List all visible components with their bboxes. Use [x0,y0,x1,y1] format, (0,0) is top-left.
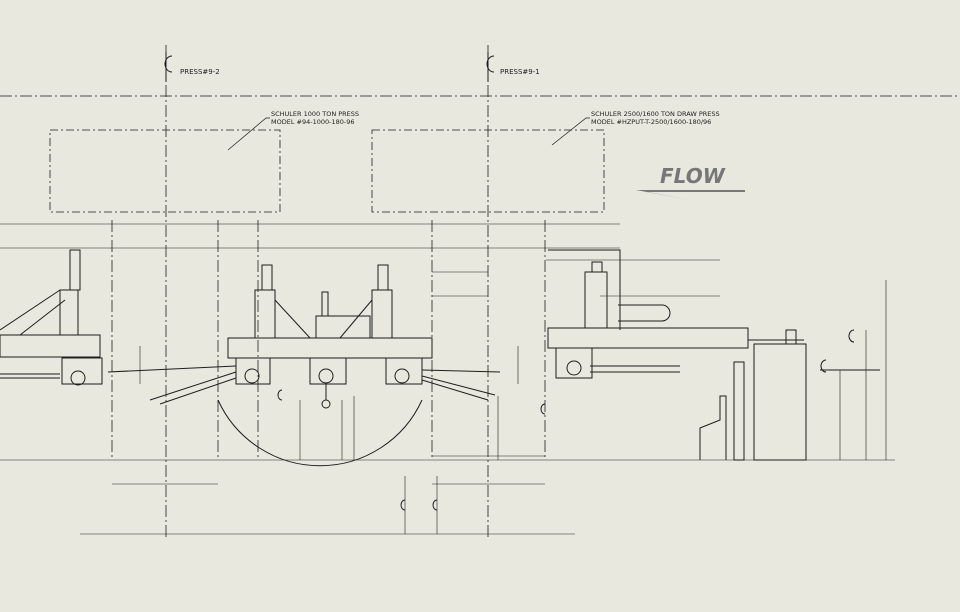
press-9-2-label: PRESS#9-2 [180,68,220,76]
transfer-equipment [0,249,880,467]
press-2-model: MODEL #HZPUT-T-2500/1600-180/96 [591,118,711,126]
press-9-1-label: PRESS#9-1 [500,68,540,76]
press-1-model: MODEL #94-1000-180-96 [271,118,355,126]
flow-label: FLOW [660,164,726,188]
press-1-name: SCHULER 1000 TON PRESS [271,110,359,118]
press-2-name: SCHULER 2500/1600 TON DRAW PRESS [591,110,720,118]
press-outlines [49,129,605,213]
callout-leaders [227,117,590,151]
centerline-symbol-icon [164,52,855,511]
centerlines [0,45,960,540]
dimension-lines [0,223,895,535]
flow-arrow-icon: FLOW [636,164,745,200]
vertical-dimensions [139,346,519,534]
